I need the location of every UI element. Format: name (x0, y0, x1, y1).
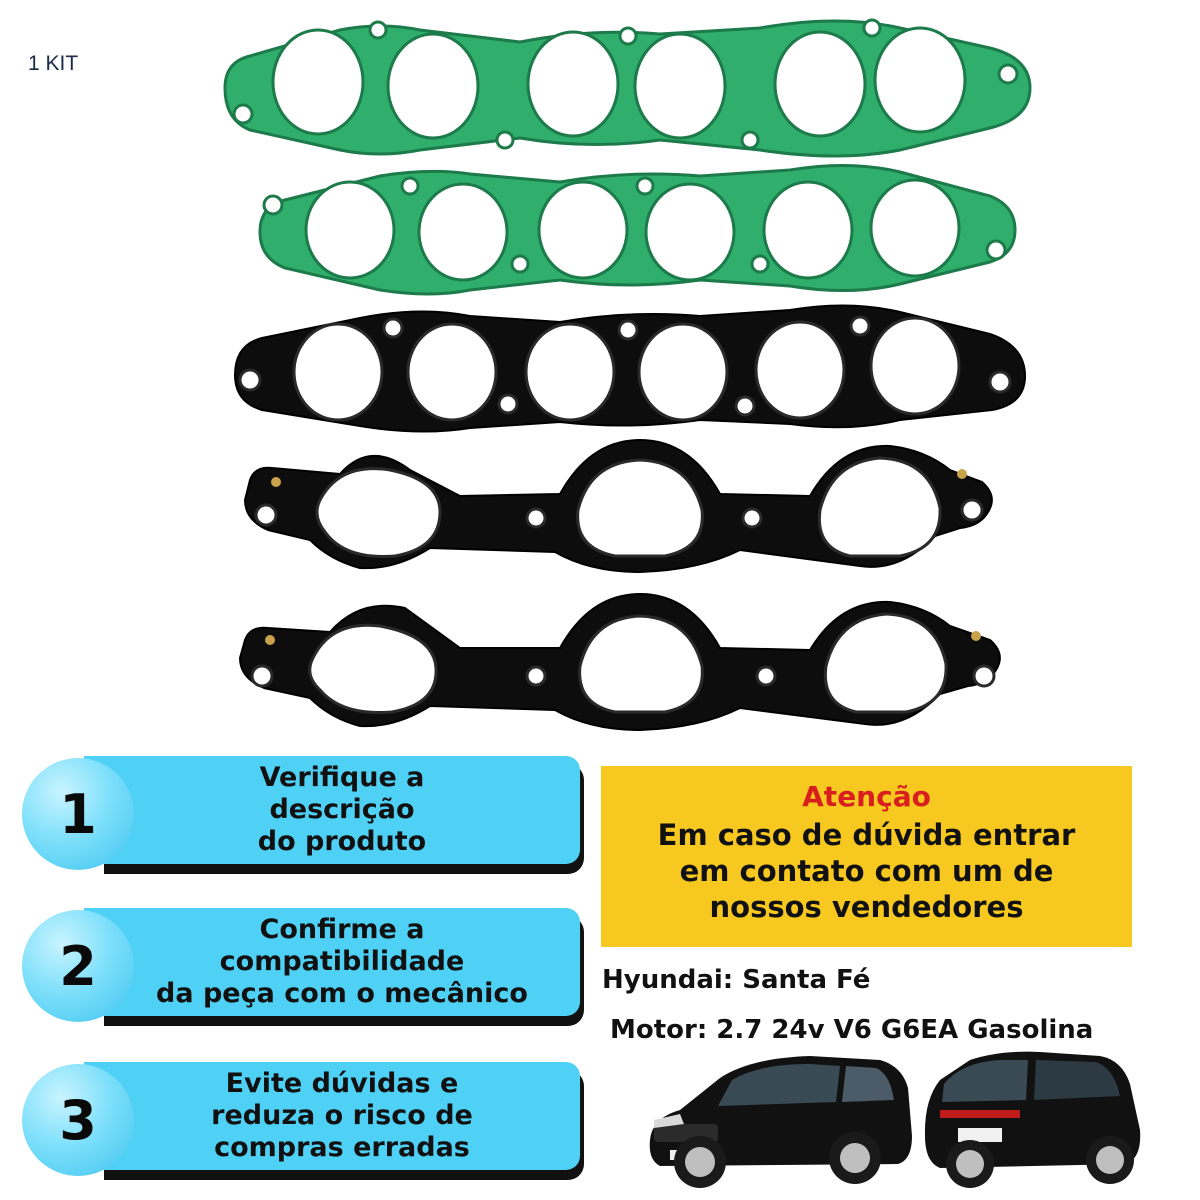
gasket-set-image (223, 18, 1032, 732)
gasket-black-round (233, 304, 1027, 433)
gasket-black-triple-2 (238, 592, 1001, 732)
notice-body: Em caso de dúvida entrar em contato com … (657, 818, 1076, 924)
suv-rear-view (924, 1051, 1141, 1188)
step-2-bar (84, 908, 580, 1016)
notice-title: Atenção (802, 780, 931, 813)
suv-front-view (649, 1056, 912, 1188)
vehicle-photos (649, 1051, 1141, 1188)
vehicle-brand: Hyundai: Santa Fé (602, 965, 871, 995)
gasket-green-1 (223, 18, 1032, 158)
step-3-text: Evite dúvidas e reduza o risco de compra… (211, 1068, 473, 1163)
step-2: Confirme a compatibilidade da peça com o… (22, 908, 584, 1032)
gasket-black-triple-1 (243, 438, 993, 574)
step-3-bar (84, 1062, 580, 1170)
attention-notice: Atenção Em caso de dúvida entrar em cont… (601, 766, 1132, 947)
step-3-number: 3 (22, 1064, 134, 1176)
step-2-text: Confirme a compatibilidade da peça com o… (156, 914, 528, 1009)
step-2-number: 2 (22, 910, 134, 1022)
step-3: Evite dúvidas e reduza o risco de compra… (22, 1062, 584, 1186)
gasket-green-2 (258, 163, 1017, 296)
vehicle-engine: Motor: 2.7 24v V6 G6EA Gasolina (610, 1015, 1094, 1045)
step-1-text: Verifique a descrição do produto (257, 762, 427, 857)
step-1-number: 1 (22, 758, 134, 870)
kit-label: 1 KIT (28, 52, 79, 75)
step-1-bar (84, 756, 580, 864)
step-1: Verifique a descrição do produto 1 (22, 756, 584, 880)
